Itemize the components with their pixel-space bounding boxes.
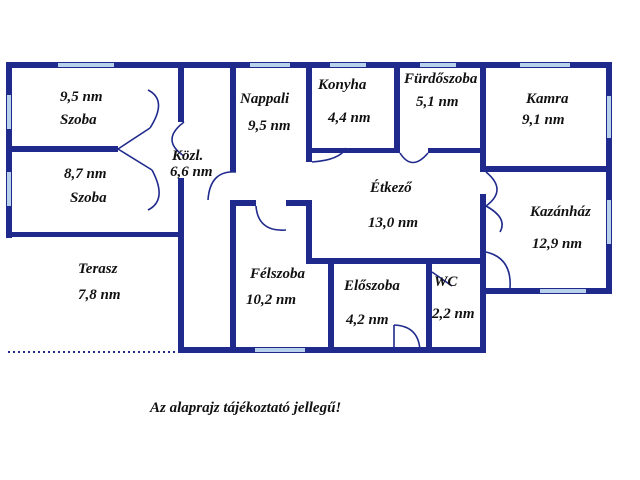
wall — [178, 178, 184, 353]
room-area: 8,7 nm — [64, 166, 107, 182]
room-name: Közl. — [171, 148, 203, 164]
room-area: 12,9 nm — [532, 236, 582, 252]
door-swing — [255, 205, 287, 231]
window — [520, 63, 570, 67]
wall — [394, 62, 400, 153]
room-area: 7,8 nm — [78, 287, 121, 303]
room-area: 4,2 nm — [345, 312, 389, 328]
wall — [480, 166, 612, 172]
wall — [328, 258, 334, 353]
room-area: 9,5 nm — [60, 89, 103, 105]
room-area: 9,1 nm — [522, 112, 565, 128]
room-area: 2,2 nm — [431, 306, 475, 322]
wall — [312, 148, 398, 153]
wall — [480, 194, 486, 353]
window — [7, 172, 11, 206]
window — [607, 96, 611, 138]
room-area: 5,1 nm — [416, 94, 459, 110]
room-area: 13,0 nm — [368, 215, 418, 231]
door-swing — [147, 89, 160, 211]
wall — [426, 258, 432, 353]
wall — [230, 62, 236, 172]
wall — [230, 200, 236, 353]
window — [250, 63, 290, 67]
wall — [6, 146, 118, 152]
door-swing — [485, 171, 498, 207]
wall — [286, 200, 312, 206]
room-name: Fürdőszoba — [403, 71, 478, 87]
room-area: 4,4 nm — [327, 110, 371, 126]
wall — [306, 258, 484, 264]
door-swing — [311, 147, 347, 163]
window — [330, 63, 366, 67]
window — [255, 348, 305, 352]
door-swing — [399, 152, 429, 164]
room-name: Előszoba — [343, 278, 400, 294]
door-swing — [485, 251, 511, 289]
door-swing — [431, 271, 453, 287]
room-name: Konyha — [317, 77, 367, 93]
disclaimer-note: Az alaprajz tájékoztató jellegű! — [149, 400, 341, 416]
wall — [178, 62, 184, 122]
window — [7, 95, 11, 129]
door-swing — [117, 127, 153, 171]
wall — [428, 148, 484, 153]
door-swing — [171, 121, 185, 157]
room-name: WC — [434, 274, 458, 290]
window — [420, 63, 456, 67]
wall — [306, 200, 312, 262]
window — [58, 63, 114, 67]
room-area: 6,6 nm — [170, 164, 213, 180]
room-area: 10,2 nm — [246, 292, 296, 308]
wall — [480, 62, 486, 170]
door-swing — [393, 324, 421, 354]
room-name: Étkező — [369, 179, 413, 196]
window — [607, 200, 611, 244]
door-swing — [207, 171, 237, 201]
wall — [306, 62, 312, 162]
room-name: Szoba — [60, 112, 97, 128]
room-name: Kamra — [525, 91, 569, 107]
room-name: Félszoba — [249, 266, 306, 282]
room-area: 9,5 nm — [248, 118, 291, 134]
window — [540, 289, 586, 293]
wall — [236, 200, 256, 206]
room-name: Nappali — [239, 91, 290, 107]
door-swing — [485, 205, 503, 233]
room-name: Kazánház — [529, 204, 591, 220]
room-name: Terasz — [78, 261, 118, 277]
outer-wall-right — [606, 62, 612, 294]
terrace-wall-top — [6, 232, 182, 237]
room-name: Szoba — [70, 190, 107, 206]
